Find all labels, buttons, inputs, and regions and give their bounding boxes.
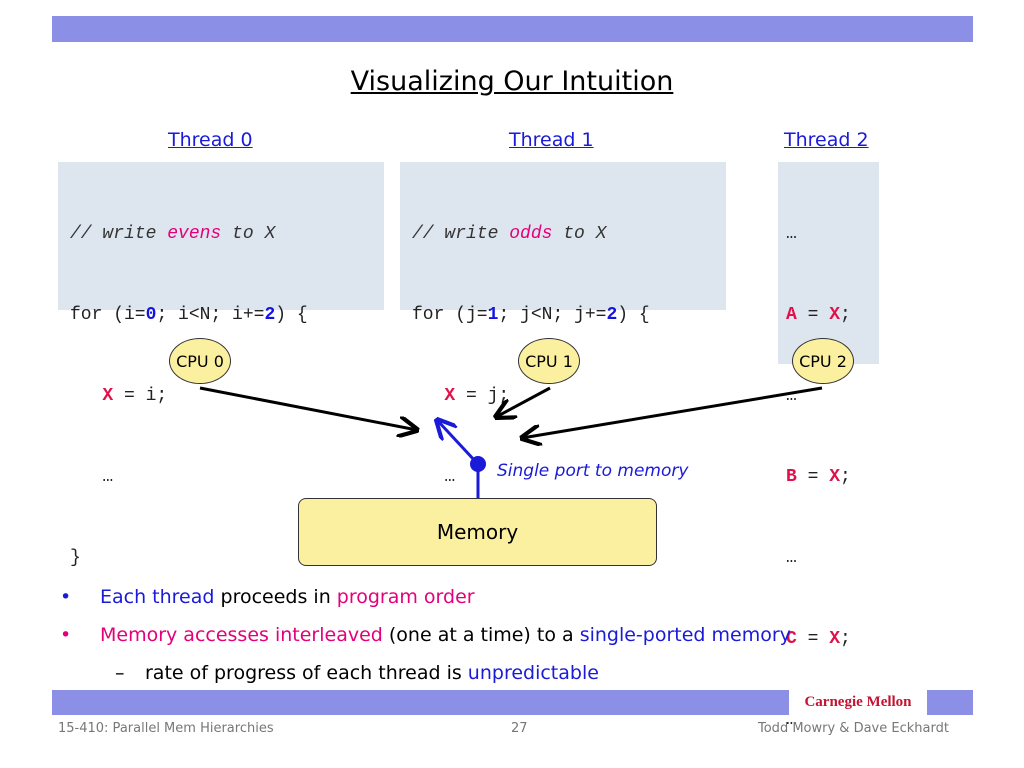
- thread-1-code: // write odds to X for (j=1; j<N; j+=2) …: [400, 162, 726, 568]
- port-label: Single port to memory: [497, 461, 689, 481]
- code-line: A = X;: [786, 305, 851, 325]
- code-line: X = i;: [102, 386, 168, 406]
- code-line: …: [102, 467, 114, 487]
- cpu-1: CPU 1: [518, 338, 580, 384]
- slide-title: Visualizing Our Intuition: [350, 66, 674, 97]
- code-line: …: [786, 710, 797, 730]
- code-line: C = X;: [786, 629, 851, 649]
- code-line: // write evens to X: [70, 224, 276, 244]
- bullet-marker: •: [60, 586, 72, 608]
- code-line: …: [444, 467, 456, 487]
- footer-course: 15-410: Parallel Mem Hierarchies: [58, 721, 274, 736]
- code-line: // write odds to X: [412, 224, 607, 244]
- footer-page-number: 27: [511, 721, 528, 736]
- code-line: B = X;: [786, 467, 851, 487]
- code-line: for (i=0; i<N; i+=2) {: [70, 305, 308, 325]
- cpu-0: CPU 0: [169, 338, 231, 384]
- memory-box: Memory: [298, 498, 657, 566]
- thread-0-label: Thread 0: [168, 129, 253, 151]
- brand-logo: Carnegie Mellon: [789, 690, 927, 715]
- header-bar: [52, 16, 973, 42]
- code-line: for (j=1; j<N; j+=2) {: [412, 305, 650, 325]
- code-line: …: [786, 386, 797, 406]
- thread-0-code: // write evens to X for (i=0; i<N; i+=2)…: [58, 162, 384, 568]
- dash-marker: –: [115, 662, 125, 684]
- thread-1-label: Thread 1: [509, 129, 594, 151]
- bullet-item: • Memory accesses interleaved (one at a …: [60, 624, 791, 646]
- code-line: …: [786, 224, 797, 244]
- code-line: }: [70, 548, 81, 568]
- sub-bullet-item: – rate of progress of each thread is unp…: [115, 662, 599, 684]
- footer-authors: Todd Mowry & Dave Eckhardt: [758, 721, 949, 736]
- thread-2-label: Thread 2: [784, 129, 869, 151]
- bullet-item: • Each thread proceeds in program order: [60, 586, 475, 608]
- thread-2-code: … A = X; … B = X; … C = X; …: [778, 162, 879, 730]
- bullet-list: • Each thread proceeds in program order …: [60, 578, 791, 692]
- code-line: …: [786, 548, 797, 568]
- bullet-marker: •: [60, 624, 72, 646]
- code-line: X = j;: [444, 386, 510, 406]
- cpu-2: CPU 2: [792, 338, 854, 384]
